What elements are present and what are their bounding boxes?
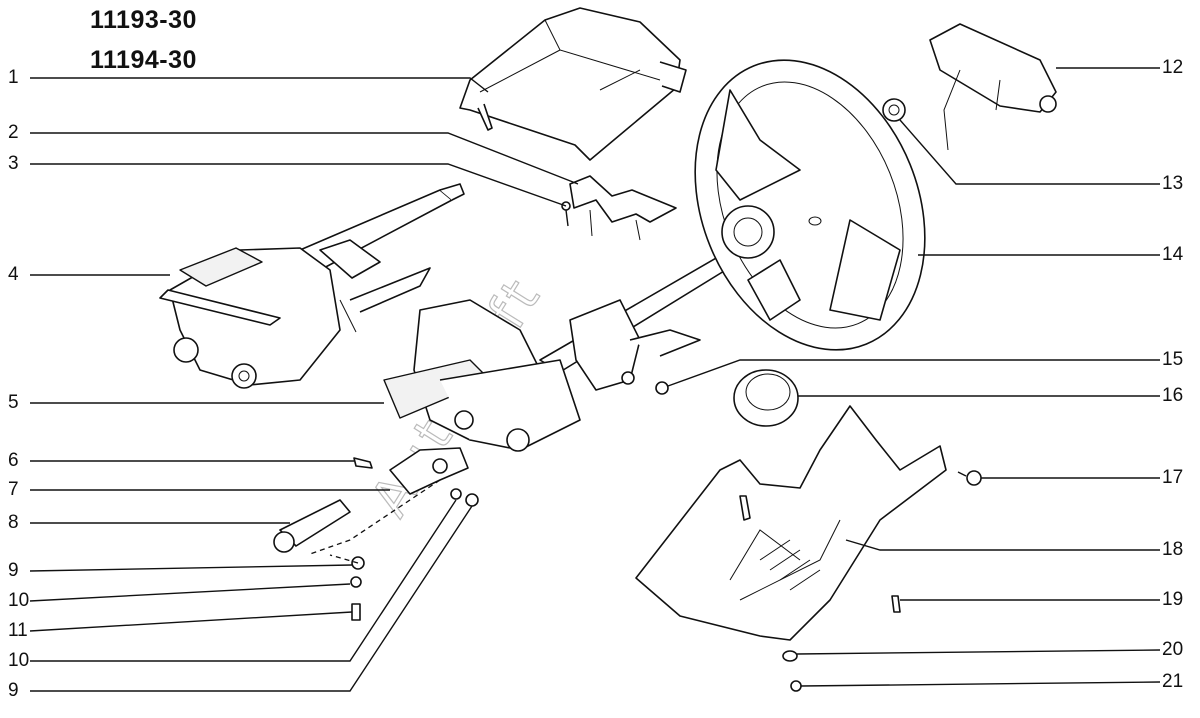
callout-12: 12 (1162, 57, 1184, 78)
callout-10: 10 (8, 590, 30, 611)
callout-10b: 10 (8, 650, 30, 671)
steering-column-new (383, 249, 743, 452)
steering-wheel (694, 59, 926, 351)
intermediate-shaft (273, 499, 351, 553)
callout-17: 17 (1162, 467, 1184, 488)
pinch-bolt (353, 457, 373, 469)
horn-pad (929, 23, 1057, 151)
wheel-nut (882, 98, 906, 122)
mounting-bracket (561, 175, 677, 241)
contact-ring (733, 369, 799, 427)
callout-15: 15 (1162, 349, 1184, 370)
steering-column-old (159, 183, 465, 389)
callout-16: 16 (1162, 385, 1184, 406)
callout-19: 19 (1162, 589, 1184, 610)
bolt-19 (891, 595, 901, 613)
callout-14: 14 (1162, 244, 1184, 265)
leader-lines-left (29, 77, 579, 692)
cardan-joint (389, 447, 469, 495)
callout-2: 2 (8, 122, 19, 143)
callout-1: 1 (8, 67, 19, 88)
callout-9b: 9 (8, 680, 19, 701)
model-number-primary: 11193-30 (90, 6, 197, 34)
washer-20 (782, 650, 798, 662)
small-nut (655, 381, 669, 395)
callout-9: 9 (8, 560, 19, 581)
callout-3: 3 (8, 153, 19, 174)
callout-20: 20 (1162, 639, 1184, 660)
callout-5: 5 (8, 392, 19, 413)
callout-13: 13 (1162, 173, 1184, 194)
callout-11: 11 (8, 620, 28, 641)
model-number-secondary: 11194-30 (90, 46, 197, 74)
callout-21: 21 (1162, 671, 1184, 692)
callout-18: 18 (1162, 539, 1184, 560)
callout-4: 4 (8, 264, 19, 285)
screw-17 (957, 470, 982, 486)
callout-6: 6 (8, 450, 19, 471)
lower-shroud (635, 405, 947, 641)
callout-7: 7 (8, 479, 19, 500)
callout-8: 8 (8, 512, 19, 533)
upper-shroud (459, 7, 687, 161)
leader-lines-right (667, 67, 1161, 687)
screw-21 (790, 680, 802, 692)
